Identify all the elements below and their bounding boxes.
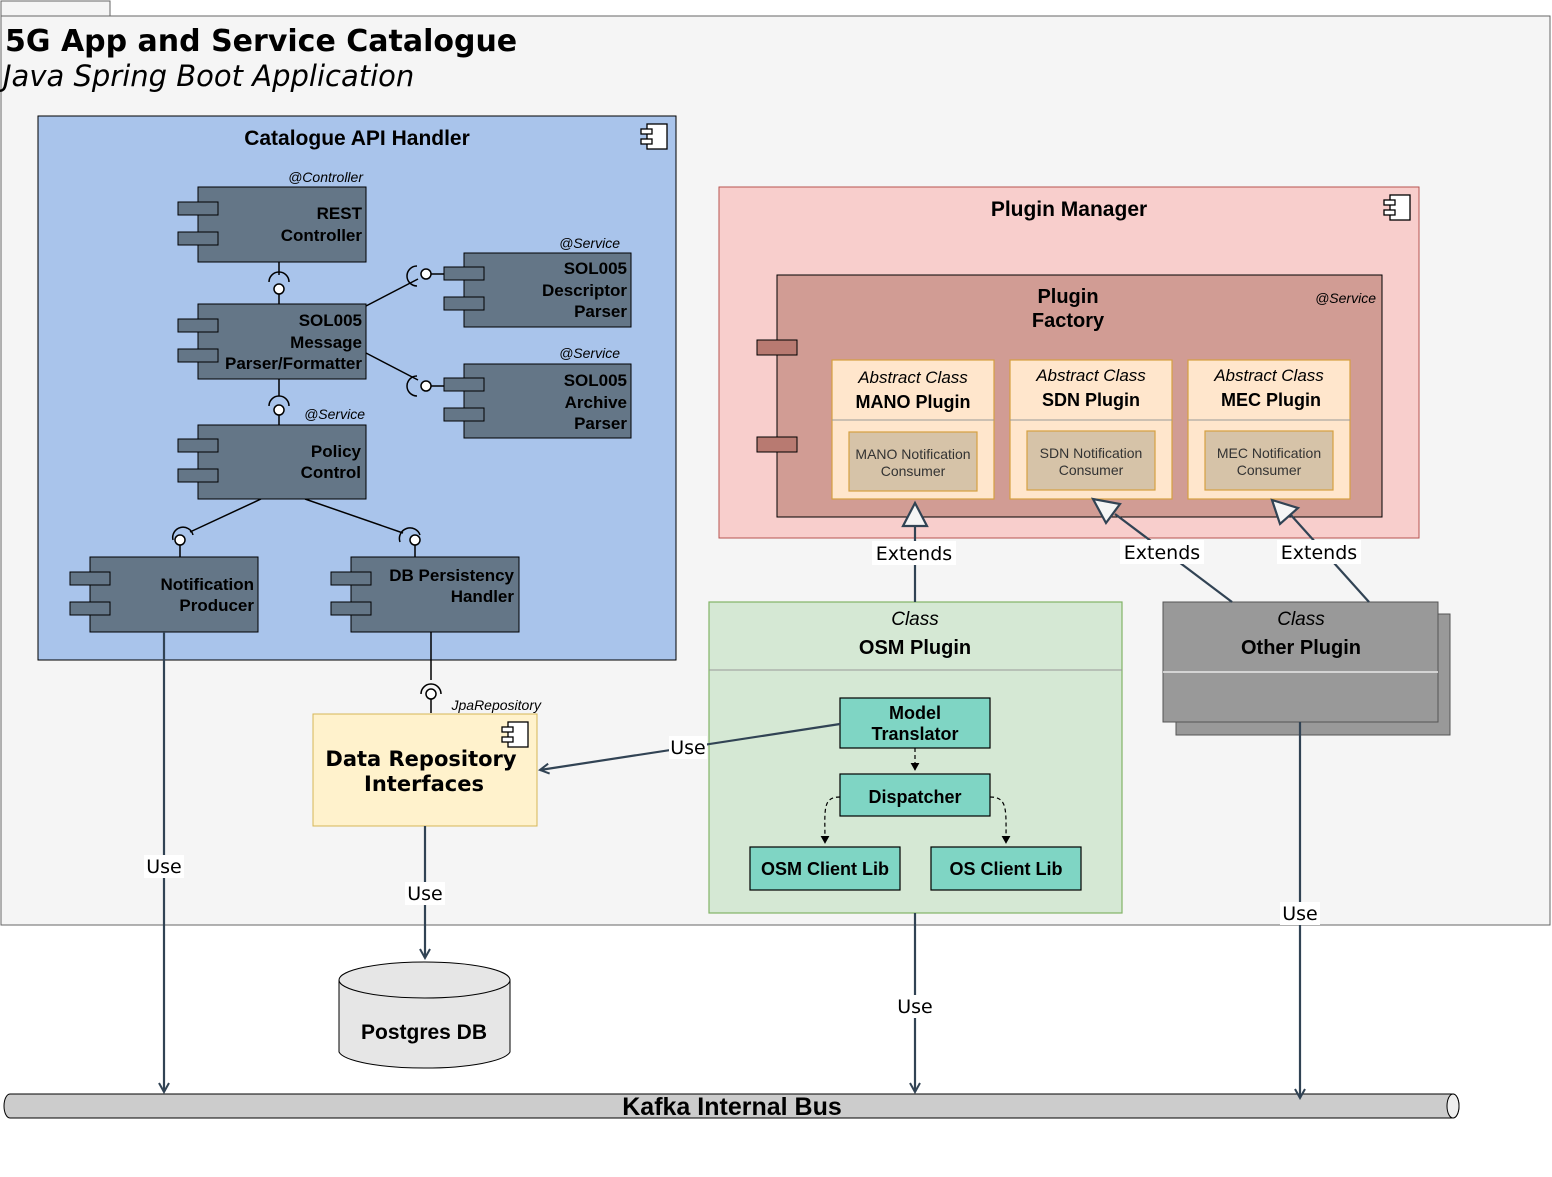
dispatcher-label: Dispatcher [868,787,961,807]
sdn-name: SDN Plugin [1042,390,1140,410]
policy-stereotype: @Service [304,406,365,422]
repo-label-1: Data Repository [325,747,517,771]
notification-label-1: Notification [161,575,255,594]
sdn-consumer-2: Consumer [1059,462,1124,478]
archive-label-3: Parser [574,414,627,433]
osm-name: OSM Plugin [859,637,971,659]
other-plugin: Class Other Plugin [1162,601,1451,736]
mec-plugin: Abstract Class MEC Plugin MEC Notificati… [1187,359,1351,500]
factory-label-1: Plugin [1037,286,1098,308]
rest-stereotype: @Controller [288,169,364,185]
rest-label-1: REST [317,204,363,223]
extends-sdn-head [1090,497,1122,526]
notification-label-2: Producer [179,596,254,615]
parser-label-3: Parser/Formatter [225,354,362,373]
sol005-message-parser: SOL005 Message Parser/Formatter [177,303,367,380]
postgres-db: Postgres DB [338,961,511,1069]
extends-mano-head [901,500,929,528]
use-db-label: Use [407,883,443,905]
archive-stereotype: @Service [559,345,620,361]
sdn-plugin: Abstract Class SDN Plugin SDN Notificati… [1009,359,1173,500]
component-icon [1383,194,1411,221]
db-persistency-handler: DB Persistency Handler [330,556,520,633]
archive-label-2: Archive [565,393,627,412]
osm-kind: Class [891,609,939,630]
mano-consumer-1: MANO Notification [855,446,970,462]
postgres-label: Postgres DB [361,1021,487,1044]
data-repository-interfaces: JpaRepository Data Repository Interfaces [312,697,542,827]
parser-label-2: Message [290,333,362,352]
osm-plugin: Class OSM Plugin Model Translator Dispat… [708,601,1123,914]
mec-name: MEC Plugin [1221,390,1321,410]
descriptor-label-2: Descriptor [542,281,627,300]
model-translator-1: Model [889,703,941,723]
rest-controller: @Controller REST Controller [177,169,367,263]
edge-labels: Extends Extends Extends Use Use Use Use … [144,540,1361,1018]
model-translator-2: Translator [871,724,958,744]
mec-kind: Abstract Class [1213,366,1324,385]
rest-label-2: Controller [281,226,363,245]
api-handler-title: Catalogue API Handler [244,127,470,150]
db-handler-label-1: DB Persistency [389,566,514,585]
component-icon [640,123,668,150]
sdn-consumer-1: SDN Notification [1040,445,1143,461]
mec-consumer-2: Consumer [1237,462,1302,478]
kafka-internal-bus: Kafka Internal Bus [3,1093,1460,1121]
mec-consumer-1: MEC Notification [1217,445,1321,461]
extends-mec-label: Extends [1281,542,1357,564]
descriptor-stereotype: @Service [559,235,620,251]
factory-stereotype: @Service [1315,290,1376,306]
repo-label-2: Interfaces [364,772,484,796]
mano-kind: Abstract Class [857,368,968,387]
other-kind: Class [1277,609,1325,630]
policy-label-2: Control [301,463,361,482]
factory-label-2: Factory [1032,310,1105,332]
notification-producer: Notification Producer [69,556,259,633]
plugin-manager-title: Plugin Manager [991,198,1147,221]
extends-mano-label: Extends [876,543,952,565]
parser-label-1: SOL005 [299,311,362,330]
os-client-label: OS Client Lib [949,859,1062,879]
sol005-archive-parser: @Service SOL005 Archive Parser [443,345,632,439]
kafka-label: Kafka Internal Bus [622,1093,842,1121]
db-handler-label-2: Handler [451,587,515,606]
component-icon [501,721,529,748]
policy-label-1: Policy [311,442,362,461]
descriptor-label-1: SOL005 [564,259,627,278]
use-osm-label: Use [897,996,933,1018]
sdn-kind: Abstract Class [1035,366,1146,385]
use-other-label: Use [1282,903,1318,925]
descriptor-label-3: Parser [574,302,627,321]
use-repo-label: Use [670,737,706,759]
other-name: Other Plugin [1241,637,1361,659]
archive-label-1: SOL005 [564,371,627,390]
osm-client-label: OSM Client Lib [761,859,889,879]
policy-control: @Service Policy Control [177,406,367,500]
extends-sdn-label: Extends [1124,542,1200,564]
sol005-descriptor-parser: @Service SOL005 Descriptor Parser [443,235,632,328]
api-internal-connectors [171,262,444,713]
mano-consumer-2: Consumer [881,463,946,479]
repo-stereotype: JpaRepository [451,697,542,713]
dispatch-arrows [820,748,1011,844]
mano-name: MANO Plugin [856,392,971,412]
extends-mec-head [1270,498,1301,526]
use-notification-label: Use [146,856,182,878]
mano-plugin: Abstract Class MANO Plugin MANO Notifica… [831,359,995,500]
app-title: 5G App and Service Catalogue [5,24,517,59]
app-subtitle: Java Spring Boot Application [0,59,414,93]
